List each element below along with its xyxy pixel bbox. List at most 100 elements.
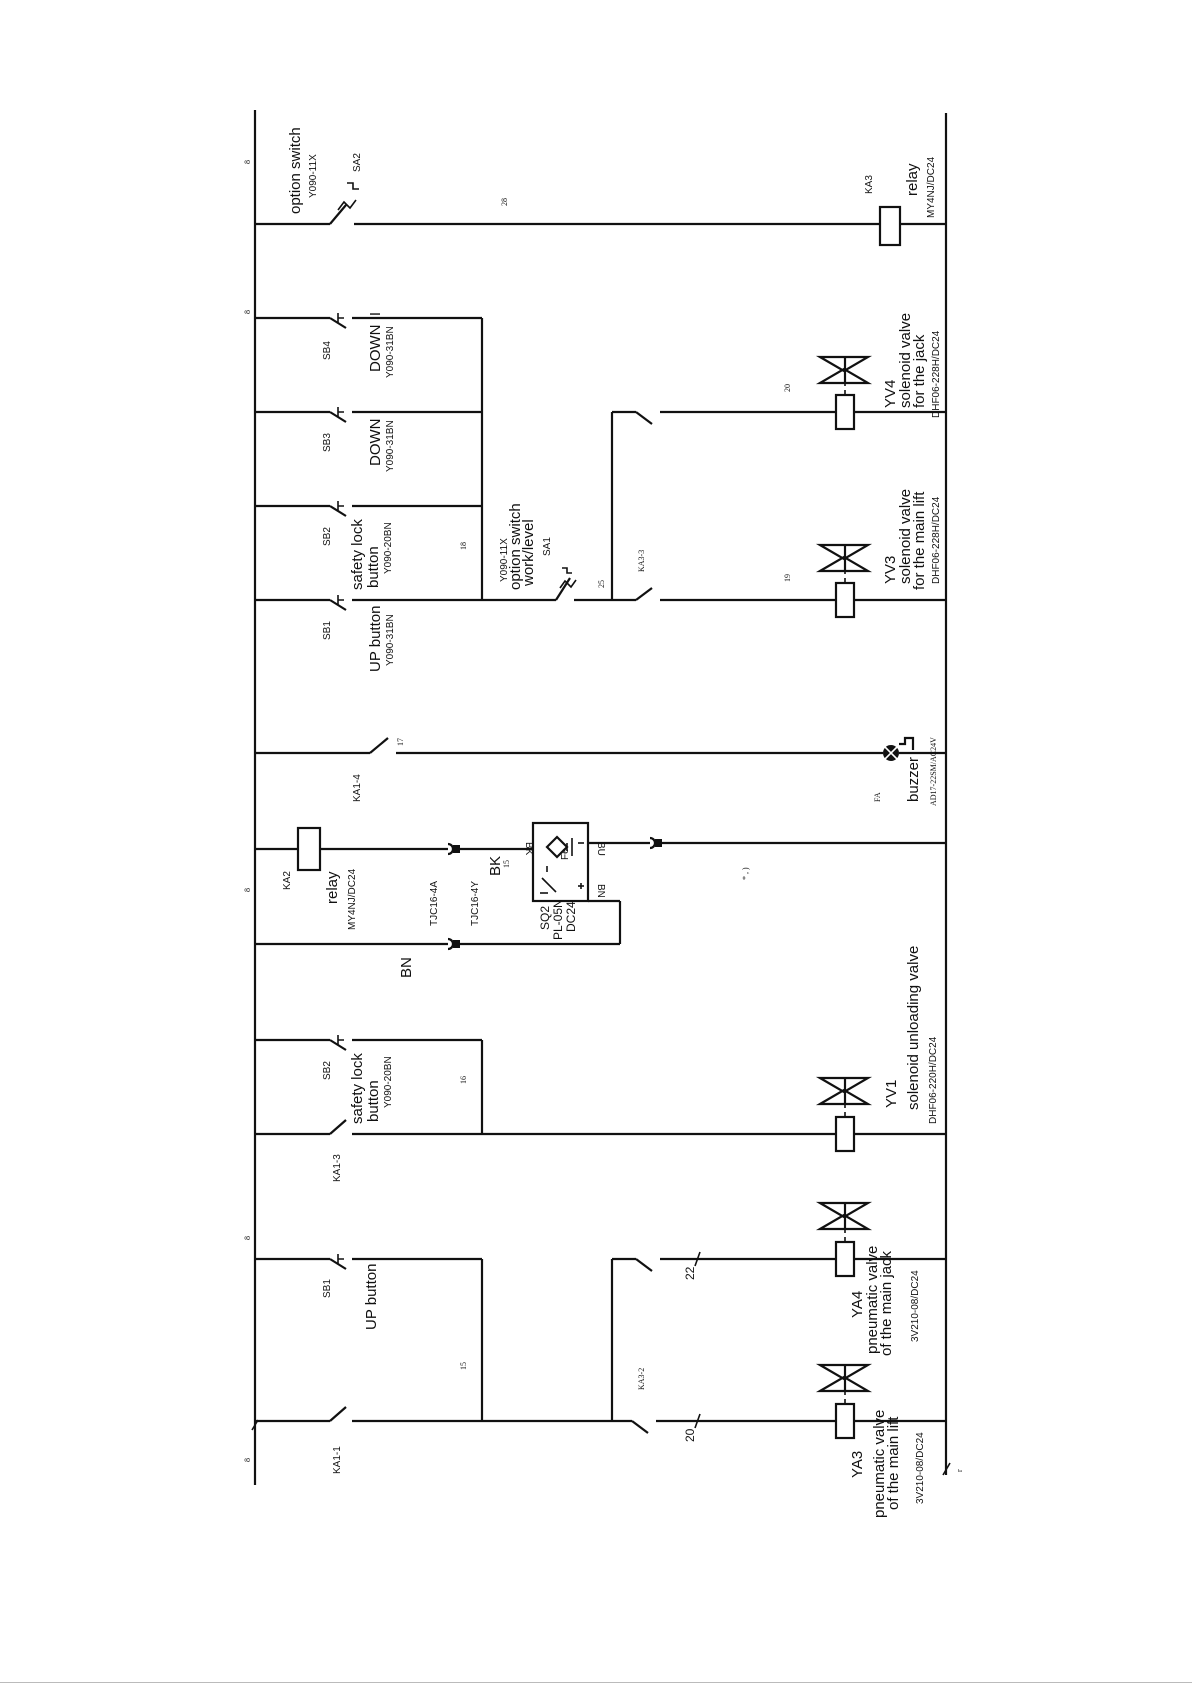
ya3-model: 3V210-08/DC24: [915, 1432, 926, 1504]
mark-dots: * , ): [741, 867, 750, 880]
sb2b-tag: SB2: [322, 1061, 333, 1080]
bn-big: BN: [398, 957, 415, 978]
yv1-tag: YV1: [883, 1080, 900, 1108]
sq2-dc: DC24: [564, 901, 578, 932]
wire-20b: 20: [783, 384, 792, 392]
ya3-desc2: of the main lift: [885, 1416, 902, 1510]
ka3-tag: KA3: [864, 175, 875, 194]
mark-8-d: 8: [243, 1236, 252, 1240]
safety-lock-button-b: button: [365, 1080, 382, 1122]
circuit-yv1: [255, 1035, 946, 1153]
ka3-model: MY4NJ/DC24: [926, 156, 937, 218]
circuit-ka3: [255, 182, 946, 247]
coil-yv3: [834, 581, 856, 619]
sa1-worklevel: work/level: [520, 519, 537, 587]
ka1-3-label: KA1-3: [332, 1154, 343, 1182]
sb1b-tag: SB1: [322, 1279, 333, 1298]
relay-coil-ka2: [296, 826, 322, 872]
wire-28: 28: [500, 198, 509, 206]
coil-ya3: [834, 1402, 856, 1440]
circuit-buttons-top: [255, 313, 946, 619]
up-button-label: UP button: [367, 606, 384, 672]
ya4-tag: YA4: [849, 1291, 866, 1318]
yv3-model: DHF06-228H/DC24: [931, 496, 942, 584]
down2-model: Y090-31BN: [385, 326, 396, 378]
tjc-4y: TJC16-4Y: [470, 881, 481, 926]
ya3-desc1: pneumatic valve: [871, 1410, 888, 1518]
sa2-name: option switch: [287, 127, 304, 214]
safety-lock-label: safety lock: [349, 519, 366, 590]
coil-yv1: [834, 1115, 856, 1153]
ya4-desc1: pneumatic valve: [864, 1246, 881, 1354]
ka1-1-label: KA1-1: [332, 1446, 343, 1474]
fa-tag: FA: [873, 792, 882, 802]
sq2-tag: SQ2: [538, 906, 552, 930]
relay-coil-ka3: [878, 205, 902, 247]
ka3-3-label: KA3-3: [637, 550, 646, 572]
yv4-tag: YV4: [882, 380, 899, 408]
sb3-tag: SB3: [322, 433, 333, 452]
down2-label: DOWN II: [367, 312, 384, 372]
wire-15b: 15: [459, 1362, 468, 1370]
buzzer-label: buzzer: [905, 757, 922, 802]
sq2-model: PL-05N: [551, 899, 565, 940]
ya4-model: 3V210-08/DC24: [910, 1270, 921, 1342]
yv4-desc1: solenoid valve: [897, 313, 914, 408]
safety-lock-label-b: safety lock: [349, 1053, 366, 1124]
sensor-sq2: [531, 821, 590, 903]
yv3-desc1: solenoid valve: [897, 489, 914, 584]
yv4-model: DHF06-228H/DC24: [931, 330, 942, 418]
circuit-ka2-sq2: [255, 821, 946, 951]
up-button-label-b: UP button: [363, 1264, 380, 1330]
up-button-model: Y090-31BN: [385, 614, 396, 666]
tjc-4a: TJC16-4A: [429, 881, 440, 926]
wire-17: 17: [396, 738, 405, 746]
coil-yv4: [834, 393, 856, 431]
ya4-desc2: of the main jack: [878, 1250, 895, 1356]
ka3-relay: relay: [904, 163, 921, 196]
sa1-tag: SA1: [542, 537, 553, 556]
bk-right: BK: [523, 842, 534, 856]
unloading-label: solenoid unloading valve: [905, 946, 922, 1110]
wire-18: 18: [459, 542, 468, 550]
safety-lock-button: button: [365, 546, 382, 588]
ka2-model: MY4NJ/DC24: [347, 868, 358, 930]
wire-16: 16: [459, 1076, 468, 1084]
bu-label: BU: [595, 842, 606, 856]
safety-lock-model: Y090-20BN: [383, 522, 394, 574]
unloading-model: DHF06-220H/DC24: [928, 1036, 939, 1124]
wire-25: 25: [597, 580, 606, 588]
circuit-buzzer: [255, 736, 946, 761]
ya3-tag: YA3: [849, 1451, 866, 1478]
yv4-desc2: for the jack: [911, 334, 928, 408]
bk-left: BK: [487, 856, 504, 876]
ka1-4-label: KA1-4: [352, 774, 363, 802]
sb1-tag: SB1: [322, 621, 333, 640]
sb2-tag: SB2: [322, 527, 333, 546]
mark-8-c: 8: [243, 888, 252, 892]
mark-8-a: 8: [243, 160, 252, 164]
page-bottom-rule: [0, 1682, 1192, 1683]
bn-small: BN: [595, 884, 606, 898]
wire-22: 22: [683, 1266, 697, 1280]
fe-label: Fe: [560, 848, 571, 860]
safety-lock-model-b: Y090-20BN: [383, 1056, 394, 1108]
yv3-tag: YV3: [882, 556, 899, 584]
buzzer-model: AD17-22SM/AC24V: [929, 737, 938, 806]
wire-19: 19: [783, 574, 792, 582]
ka3-2-label: KA3-2: [637, 1368, 646, 1390]
sa1-name: option switch: [507, 503, 524, 590]
ka2-relay: relay: [324, 871, 341, 904]
wire-15a: 15: [502, 860, 511, 868]
mark-8-e: 8: [243, 1458, 252, 1462]
down1-model: Y090-31BN: [385, 420, 396, 472]
sb4-tag: SB4: [322, 341, 333, 360]
yv3-desc2: for the main lift: [911, 491, 928, 590]
sa1-model: Y090-11X: [499, 538, 510, 582]
sa2-model: Y090-11X: [308, 154, 319, 198]
ka2-tag: KA2: [282, 871, 293, 890]
coil-ya4: [834, 1240, 856, 1278]
sa2-tag: SA2: [352, 153, 363, 172]
circuit-ya3-ya4: [255, 1201, 946, 1440]
